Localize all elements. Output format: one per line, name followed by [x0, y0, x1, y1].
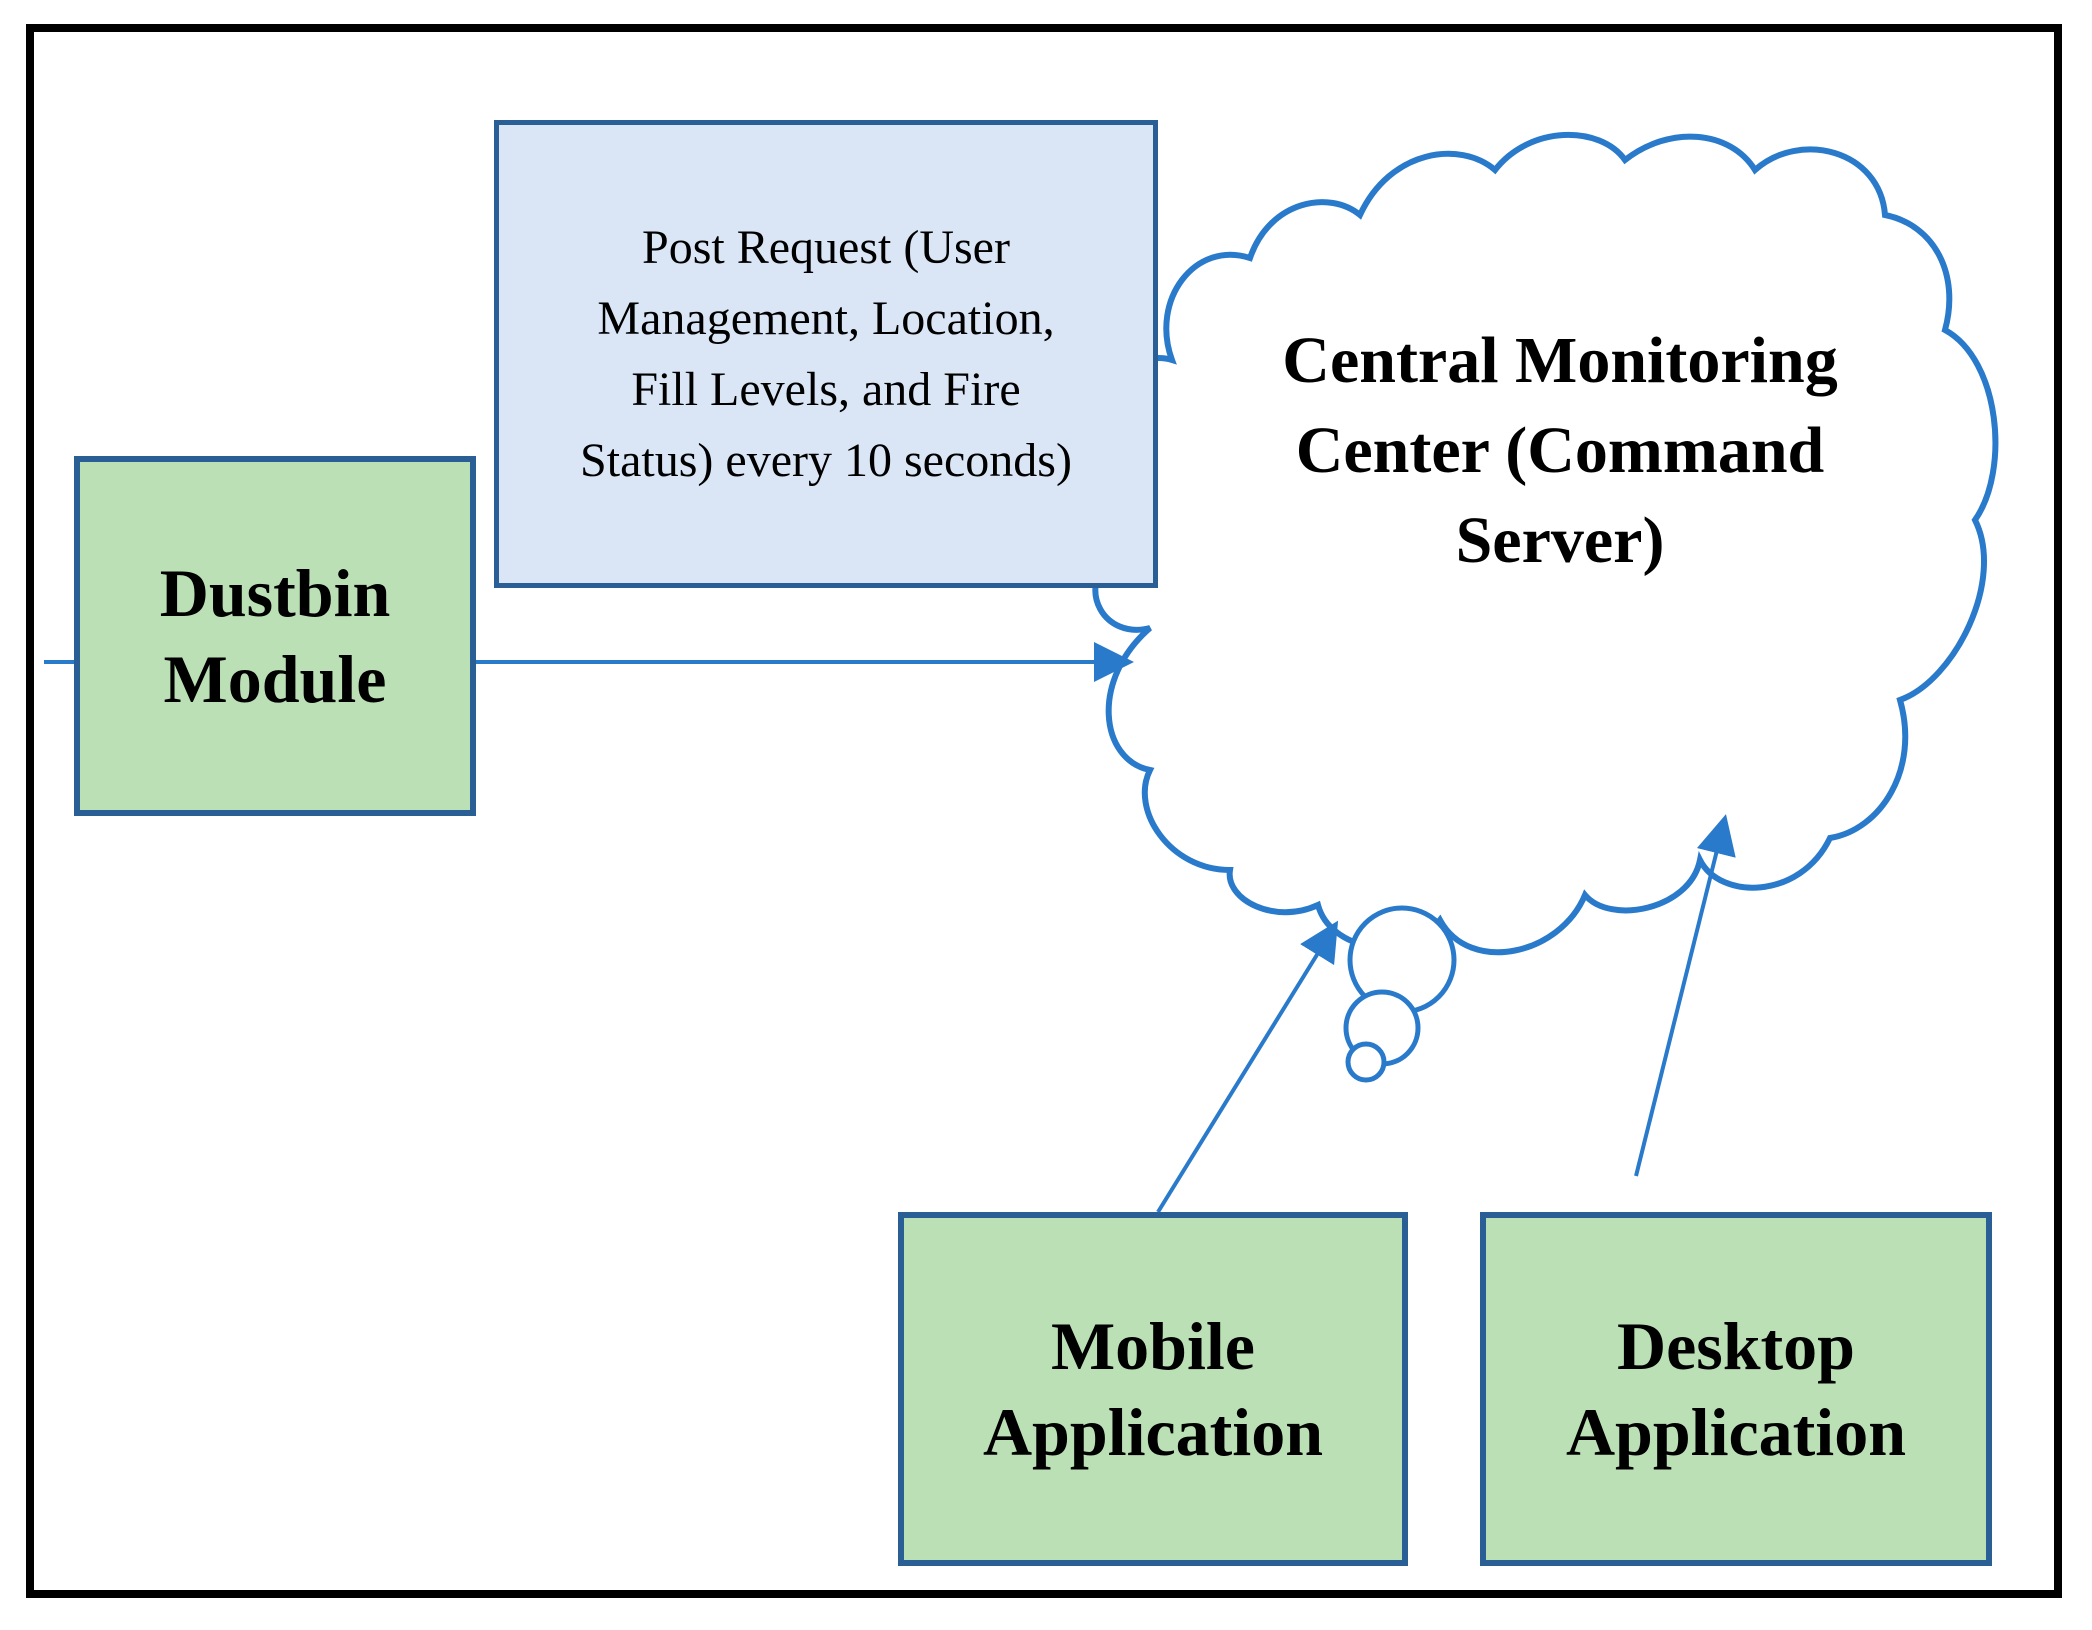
- server-label: Central Monitoring Center (Command Serve…: [1282, 324, 1838, 577]
- mobile-application-label: Mobile Application: [982, 1308, 1324, 1470]
- mobile-application-box: Mobile Application: [898, 1212, 1408, 1566]
- dustbin-module-box: Dustbin Module: [74, 456, 476, 816]
- request-note-label: Post Request (User Management, Location,…: [580, 221, 1072, 487]
- desktop-application-label: Desktop Application: [1565, 1308, 1907, 1470]
- thought-bubble-small: [1345, 1041, 1387, 1083]
- edge-mobile-to-server: [1156, 920, 1339, 1214]
- dustbin-module-label: Dustbin Module: [159, 555, 391, 717]
- edge-desktop-to-server: [1634, 814, 1736, 1177]
- request-note-box: Post Request (User Management, Location,…: [494, 120, 1158, 588]
- desktop-application-box: Desktop Application: [1480, 1212, 1992, 1566]
